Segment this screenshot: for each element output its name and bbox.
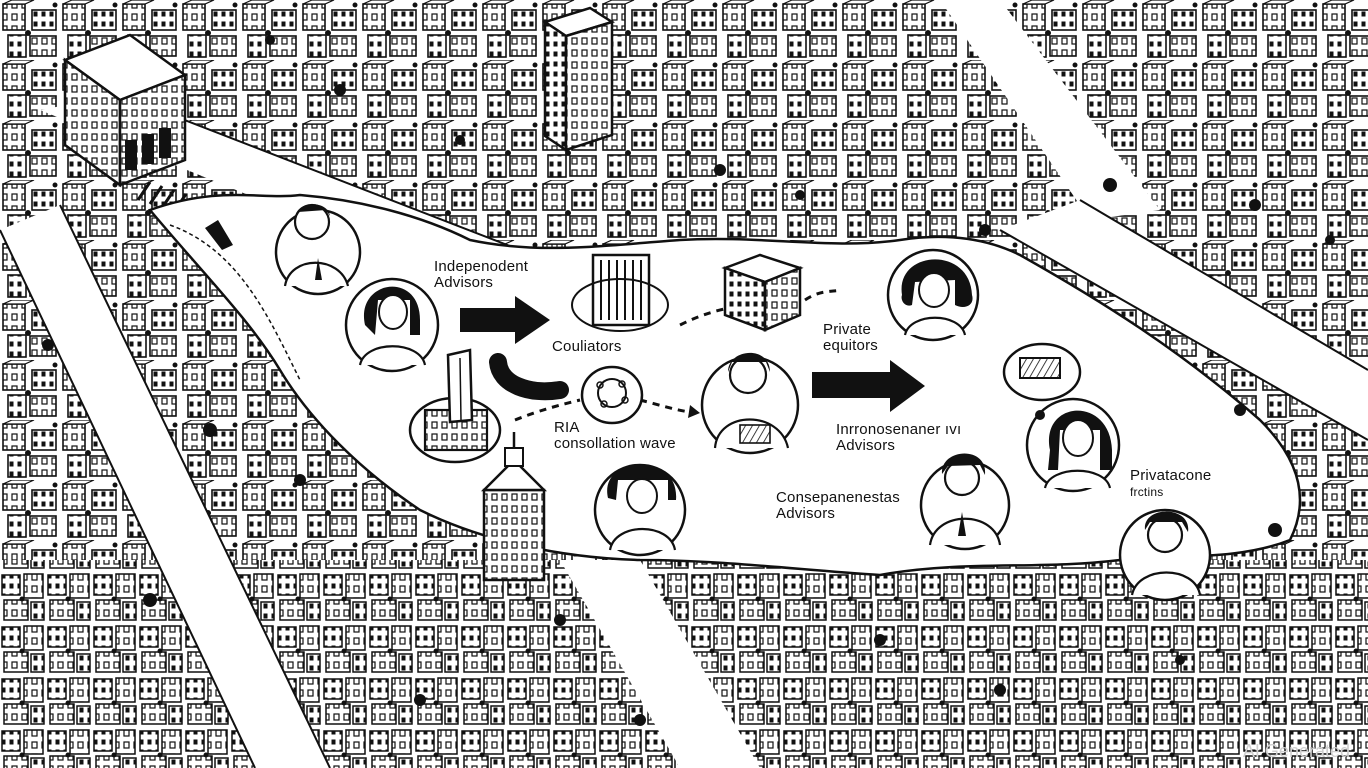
label-ria-consolidation: RIA consollation wave <box>554 419 676 452</box>
arrow-right-top <box>460 296 550 344</box>
arrow-right-middle <box>812 360 925 412</box>
watermark-text: AI Generated <box>1242 741 1350 761</box>
portrait-woman-right <box>1025 397 1121 493</box>
tree-dots <box>42 35 1335 726</box>
arrow-curved <box>489 353 569 401</box>
ring-coins-icon <box>580 365 644 425</box>
column-building-icon <box>571 253 669 332</box>
arrowhead-dashed <box>688 405 700 418</box>
portrait-woman-left <box>344 277 440 373</box>
label-private-equitors: Private equitors <box>823 321 878 354</box>
portrait-man-topleft <box>274 203 362 296</box>
plate-icon <box>1002 342 1082 402</box>
portrait-man-bottomright <box>919 453 1011 551</box>
label-inrronosenaner-advisors: Inrronosenaner ıvı Advisors <box>836 421 962 454</box>
portrait-man-far-right <box>1118 508 1212 602</box>
label-privatacone: Privatacone frctins <box>1130 467 1212 500</box>
street-left-diagonal <box>0 205 330 768</box>
street-top-right <box>940 0 1160 220</box>
building-tower-top <box>542 6 615 153</box>
label-consepanenestas-advisors: Consepanenestas Advisors <box>776 489 900 522</box>
portrait-woman-topright <box>886 248 980 342</box>
portrait-woman-bottom <box>593 463 687 557</box>
label-couliators: Couliators <box>552 338 622 355</box>
label-independent-line2: Advisors <box>434 274 494 291</box>
building-tall-topleft <box>62 33 188 188</box>
street-right <box>1000 200 1368 440</box>
street-bottom <box>560 560 760 768</box>
portrait-man-center <box>700 352 800 455</box>
label-independent-advisors: Indepenodent Advisors <box>434 259 528 291</box>
label-independent-line1: Indepenodent <box>434 258 529 275</box>
arrow-small-topleft <box>205 220 233 250</box>
office-building-icon <box>721 253 804 332</box>
building-skyscraper-bottom <box>480 432 548 582</box>
tower-on-platform-icon <box>408 348 502 464</box>
